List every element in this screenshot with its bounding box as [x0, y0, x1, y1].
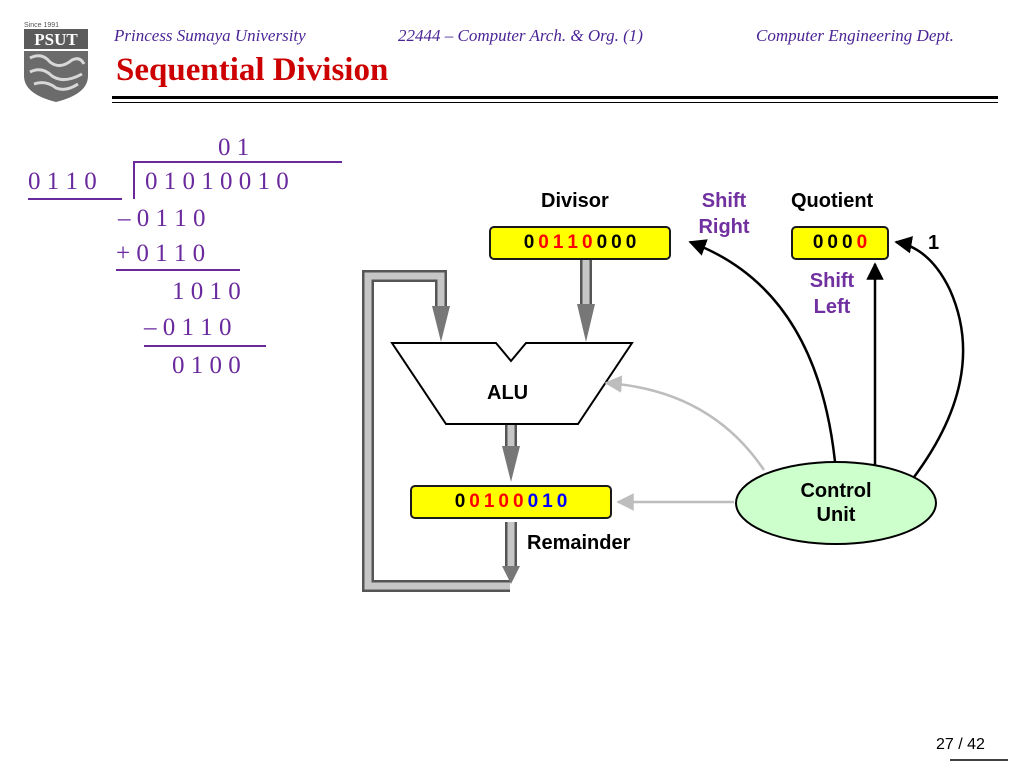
- control-unit-shape: [735, 461, 937, 545]
- page-number: 27 / 42: [936, 736, 985, 753]
- shift-right-control-arrow: [688, 239, 838, 473]
- divisor-bit: 0: [523, 232, 535, 253]
- division-bar: [134, 161, 342, 163]
- quotient-bit: 0: [856, 232, 868, 253]
- svg-text:Since 1991: Since 1991: [24, 22, 59, 29]
- header-university: Princess Sumaya University: [114, 26, 306, 45]
- divisor-bit: 0: [582, 232, 593, 253]
- remainder-bit: 0: [556, 491, 568, 512]
- slide-title: Sequential Division: [116, 52, 389, 88]
- remainder-bit: 0: [454, 491, 466, 512]
- divisor-text: 0 1 1 0: [28, 168, 97, 195]
- division-step: – 0 1 1 0: [118, 205, 206, 232]
- quotient-input-label: 1: [928, 232, 940, 254]
- quotient-text: 0 1: [218, 134, 250, 161]
- divisor-label: Divisor: [541, 190, 609, 212]
- divisor-bit: 1: [552, 232, 564, 253]
- quotient-bit: 0: [827, 232, 838, 253]
- remainder-bit: 1: [542, 491, 553, 512]
- quotient-bit: 0: [812, 232, 824, 253]
- alu-control-arrow: [604, 375, 766, 471]
- dividend-text: 0 1 0 1 0 0 1 0: [145, 168, 289, 195]
- division-step: 0 1 0 0: [172, 352, 241, 379]
- divisor-bit: 0: [611, 232, 622, 253]
- divisor-bit: 0: [538, 232, 549, 253]
- remainder-bit: 1: [483, 491, 495, 512]
- header-course: 22444 – Computer Arch. & Org. (1): [398, 26, 643, 45]
- divisor-bit: 0: [596, 232, 608, 253]
- header-rule: [112, 96, 998, 99]
- psut-logo: Since 1991 PSUT: [20, 18, 92, 104]
- quotient-bit-arrow: [894, 236, 965, 486]
- remainder-bit: 0: [469, 491, 480, 512]
- remainder-label: Remainder: [527, 532, 631, 554]
- remainder-bit: 0: [513, 491, 524, 512]
- division-bracket: [133, 161, 135, 199]
- divisor-alu-bus: [577, 260, 595, 342]
- division-underline: [144, 345, 266, 347]
- remainder-bit: 0: [498, 491, 509, 512]
- header-department: Computer Engineering Dept.: [756, 26, 954, 45]
- divisor-bit: 0: [625, 232, 637, 253]
- remainder-feedback-bus: [362, 270, 510, 592]
- divisor-bit: 1: [567, 232, 578, 253]
- remainder-bit: 0: [527, 491, 539, 512]
- division-step: + 0 1 1 0: [116, 240, 206, 267]
- division-step: – 0 1 1 0: [144, 314, 232, 341]
- alu-remainder-bus: [502, 424, 520, 482]
- alu-shape: [390, 342, 634, 425]
- quotient-label: Quotient: [791, 190, 874, 212]
- header-rule-thin: [112, 102, 998, 103]
- divisor-underline: [28, 198, 122, 200]
- alu-label: ALU: [487, 382, 529, 404]
- remainder-output-bus: [502, 522, 520, 584]
- quotient-bit: 0: [842, 232, 853, 253]
- division-step: 1 0 1 0: [172, 278, 241, 305]
- svg-text:PSUT: PSUT: [34, 30, 78, 49]
- division-underline: [116, 269, 240, 271]
